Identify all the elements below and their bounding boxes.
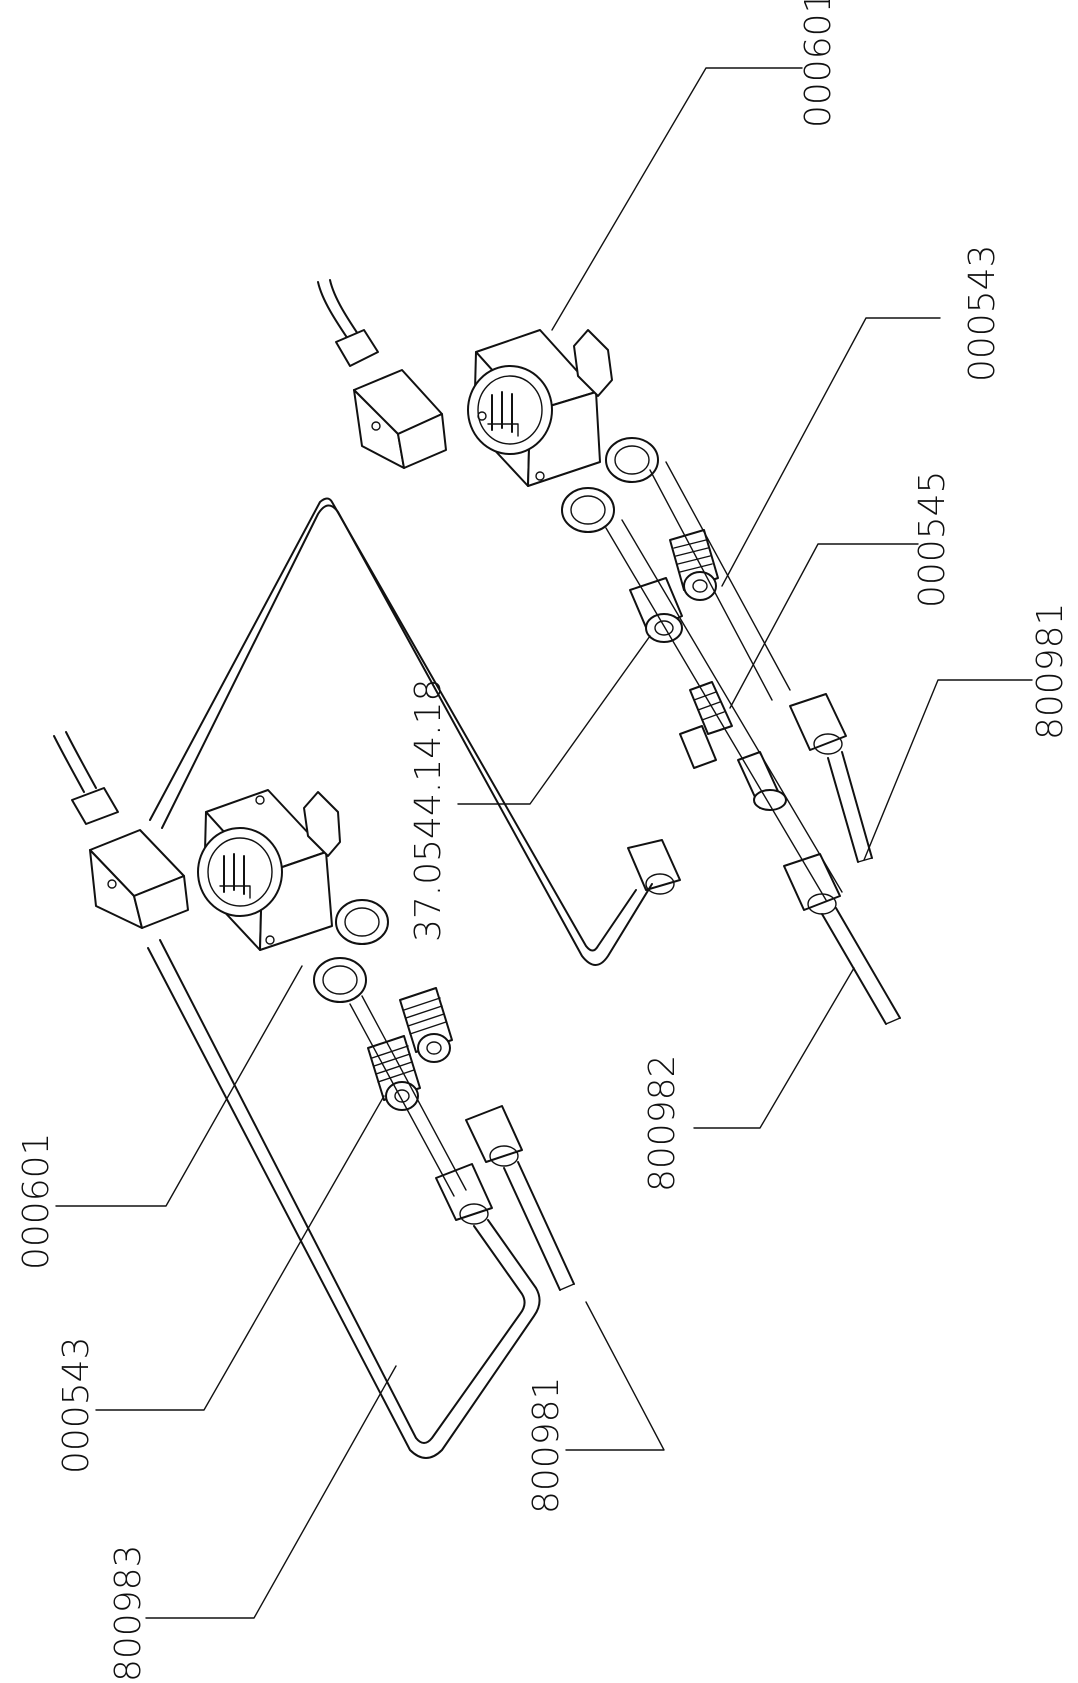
callout-label: 800983 bbox=[108, 1545, 149, 1682]
tube-800981-left bbox=[503, 1161, 575, 1291]
flowmeter-left bbox=[197, 789, 389, 1003]
leader-c2 bbox=[721, 317, 941, 587]
leader-c9 bbox=[565, 1301, 665, 1451]
cable-connector-right bbox=[317, 279, 447, 469]
tube-800983 bbox=[147, 939, 541, 1459]
callout-label: 800981 bbox=[1030, 603, 1071, 740]
tube-800982 bbox=[821, 907, 901, 1025]
leader-c5 bbox=[457, 635, 651, 805]
tube-800981-right bbox=[827, 751, 873, 863]
fitting-000543-left-upper bbox=[399, 987, 453, 1063]
tee-fitting-000545 bbox=[679, 681, 787, 811]
upper-right-assembly bbox=[317, 279, 901, 1025]
callout-label: 800981 bbox=[526, 1377, 567, 1514]
nut-right-elbow bbox=[627, 839, 681, 895]
fitting-000543-right bbox=[669, 529, 719, 601]
leader-c4 bbox=[863, 679, 1033, 861]
lower-left-assembly bbox=[53, 731, 575, 1459]
callout-label: 37.0544.14.18 bbox=[408, 679, 449, 942]
leader-lines bbox=[55, 67, 1033, 1619]
callout-label: 000543 bbox=[56, 1337, 97, 1474]
nut-right-lower-2 bbox=[783, 853, 841, 915]
nut-left-2 bbox=[435, 1163, 493, 1225]
callout-label: 000545 bbox=[912, 471, 953, 608]
leader-c8 bbox=[95, 1095, 385, 1411]
tube-right-main bbox=[605, 461, 843, 901]
nut-right bbox=[629, 577, 683, 643]
fitting-000543-left-lower bbox=[367, 1035, 421, 1111]
leader-c7 bbox=[55, 965, 303, 1207]
flowmeter-right bbox=[467, 329, 659, 533]
nut-right-lower-1 bbox=[789, 693, 847, 755]
leader-c10 bbox=[145, 1365, 397, 1619]
leader-c6 bbox=[693, 967, 855, 1129]
callout-label: 000601 bbox=[798, 0, 839, 128]
cable-connector-left bbox=[53, 731, 189, 929]
tube-left-main bbox=[349, 995, 467, 1197]
callout-labels: 000601 000543 000545 800981 37.0544.14.1… bbox=[16, 0, 1071, 1682]
bent-tube-37-0544-14-18 bbox=[149, 497, 653, 966]
callout-label: 000543 bbox=[962, 245, 1003, 382]
leader-c3 bbox=[729, 543, 919, 709]
leader-c1 bbox=[551, 67, 803, 331]
nut-left-1 bbox=[465, 1105, 523, 1167]
callout-label: 800982 bbox=[642, 1055, 683, 1192]
callout-label: 000601 bbox=[16, 1133, 57, 1270]
